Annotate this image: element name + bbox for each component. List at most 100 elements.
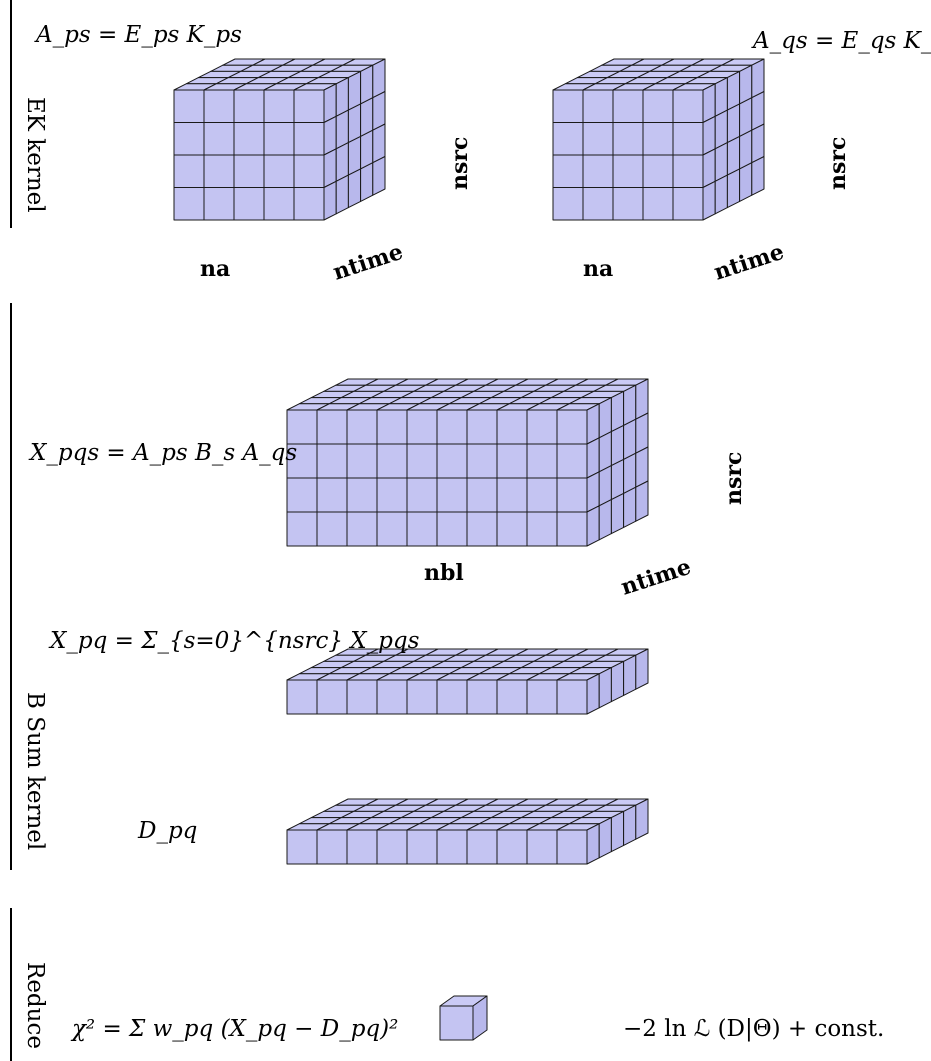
voxel-front [496, 511, 528, 547]
voxel-side [635, 446, 649, 488]
voxel-front [436, 409, 468, 445]
voxel-front [263, 89, 295, 123]
voxel-front [346, 443, 378, 479]
voxel-front [233, 89, 265, 123]
ek-kernel-label: EK kernel [22, 97, 48, 213]
voxel-front [526, 443, 558, 479]
voxel-front [672, 154, 704, 188]
voxel-side [635, 412, 649, 454]
voxel-front [376, 679, 408, 715]
voxel-front [612, 122, 644, 156]
voxel-side [610, 458, 625, 501]
bsum-kernel-label: B Sum kernel [22, 692, 48, 850]
voxel-front [293, 154, 325, 188]
voxel-front [376, 829, 408, 865]
voxel-side [623, 804, 637, 846]
na-label-right: na [583, 256, 613, 282]
voxel-front [286, 829, 318, 865]
voxel-front [173, 122, 205, 156]
voxel-side [598, 817, 612, 859]
d-pq-block [286, 798, 649, 865]
voxel-front [173, 154, 205, 188]
voxel-front [496, 679, 528, 715]
reduce-label: Reduce [22, 962, 48, 1049]
x-pq-equation: X_pq = Σ_{s=0}^{nsrc} X_pqs [48, 628, 420, 654]
a-ps-block [173, 58, 386, 221]
voxel-front [466, 409, 498, 445]
voxel-side [610, 660, 625, 703]
voxel-front [346, 829, 378, 865]
voxel-front [233, 187, 265, 221]
voxel-front [526, 511, 558, 547]
voxel-front [233, 122, 265, 156]
voxel-side [372, 156, 386, 196]
voxel-front [552, 89, 584, 123]
voxel-front [642, 89, 674, 123]
na-label-left: na [200, 256, 230, 282]
voxel-side [586, 505, 600, 547]
voxel-side [323, 180, 337, 221]
voxel-side [751, 156, 765, 196]
voxel-front [552, 187, 584, 221]
voxel-front [672, 122, 704, 156]
voxel-side [335, 174, 349, 215]
voxel-front [642, 187, 674, 221]
voxel-front [346, 477, 378, 513]
voxel-side [726, 168, 741, 209]
voxel-side [586, 823, 600, 865]
voxel-side [623, 452, 637, 494]
voxel-side [610, 424, 625, 467]
voxel-side [472, 995, 488, 1041]
voxel-front [552, 154, 584, 188]
voxel-front [203, 154, 235, 188]
voxel-front [406, 511, 438, 547]
d-pq-label: D_pq [137, 818, 197, 844]
voxel-front [376, 409, 408, 445]
voxel-front [466, 679, 498, 715]
voxel-front [582, 187, 614, 221]
voxel-front [263, 154, 295, 188]
voxel-side [360, 162, 374, 202]
log-likelihood-label: −2 ln ℒ (D|Θ) + const. [623, 1016, 884, 1042]
nsrc-label-right: nsrc [825, 137, 851, 190]
voxel-front [642, 122, 674, 156]
voxel-front [346, 679, 378, 715]
x-pqs-equation: X_pqs = A_ps B_s A_qs [28, 440, 297, 466]
voxel-side [347, 168, 362, 209]
voxel-front [556, 511, 588, 547]
ntime-label-right: ntime [711, 239, 787, 286]
voxel-side [635, 480, 649, 522]
voxel-front [346, 409, 378, 445]
nbl-label: nbl [424, 560, 464, 586]
voxel-front [672, 89, 704, 123]
voxel-front [582, 154, 614, 188]
voxel-front [316, 511, 348, 547]
voxel-side [623, 486, 637, 528]
a-ps-equation: A_ps = E_ps K_ps [34, 22, 242, 48]
voxel-front [466, 477, 498, 513]
ntime-label-left: ntime [330, 239, 406, 286]
voxel-front [612, 187, 644, 221]
voxel-front [642, 154, 674, 188]
voxel-front [496, 829, 528, 865]
voxel-front [436, 443, 468, 479]
voxel-side [586, 471, 600, 513]
nsrc-label-xpqs: nsrc [721, 452, 747, 505]
voxel-front [582, 89, 614, 123]
voxel-front [406, 679, 438, 715]
voxel-front [316, 477, 348, 513]
voxel-front [173, 187, 205, 221]
voxel-side [702, 180, 716, 221]
voxel-front [436, 511, 468, 547]
voxel-side [739, 162, 753, 202]
voxel-side [598, 397, 612, 439]
voxel-front [203, 187, 235, 221]
voxel-side [635, 648, 649, 690]
voxel-side [610, 390, 625, 433]
voxel-front [316, 829, 348, 865]
voxel-front [496, 409, 528, 445]
voxel-side [586, 437, 600, 479]
voxel-front [582, 122, 614, 156]
voxel-front [293, 187, 325, 221]
nsrc-label-left: nsrc [447, 137, 473, 190]
